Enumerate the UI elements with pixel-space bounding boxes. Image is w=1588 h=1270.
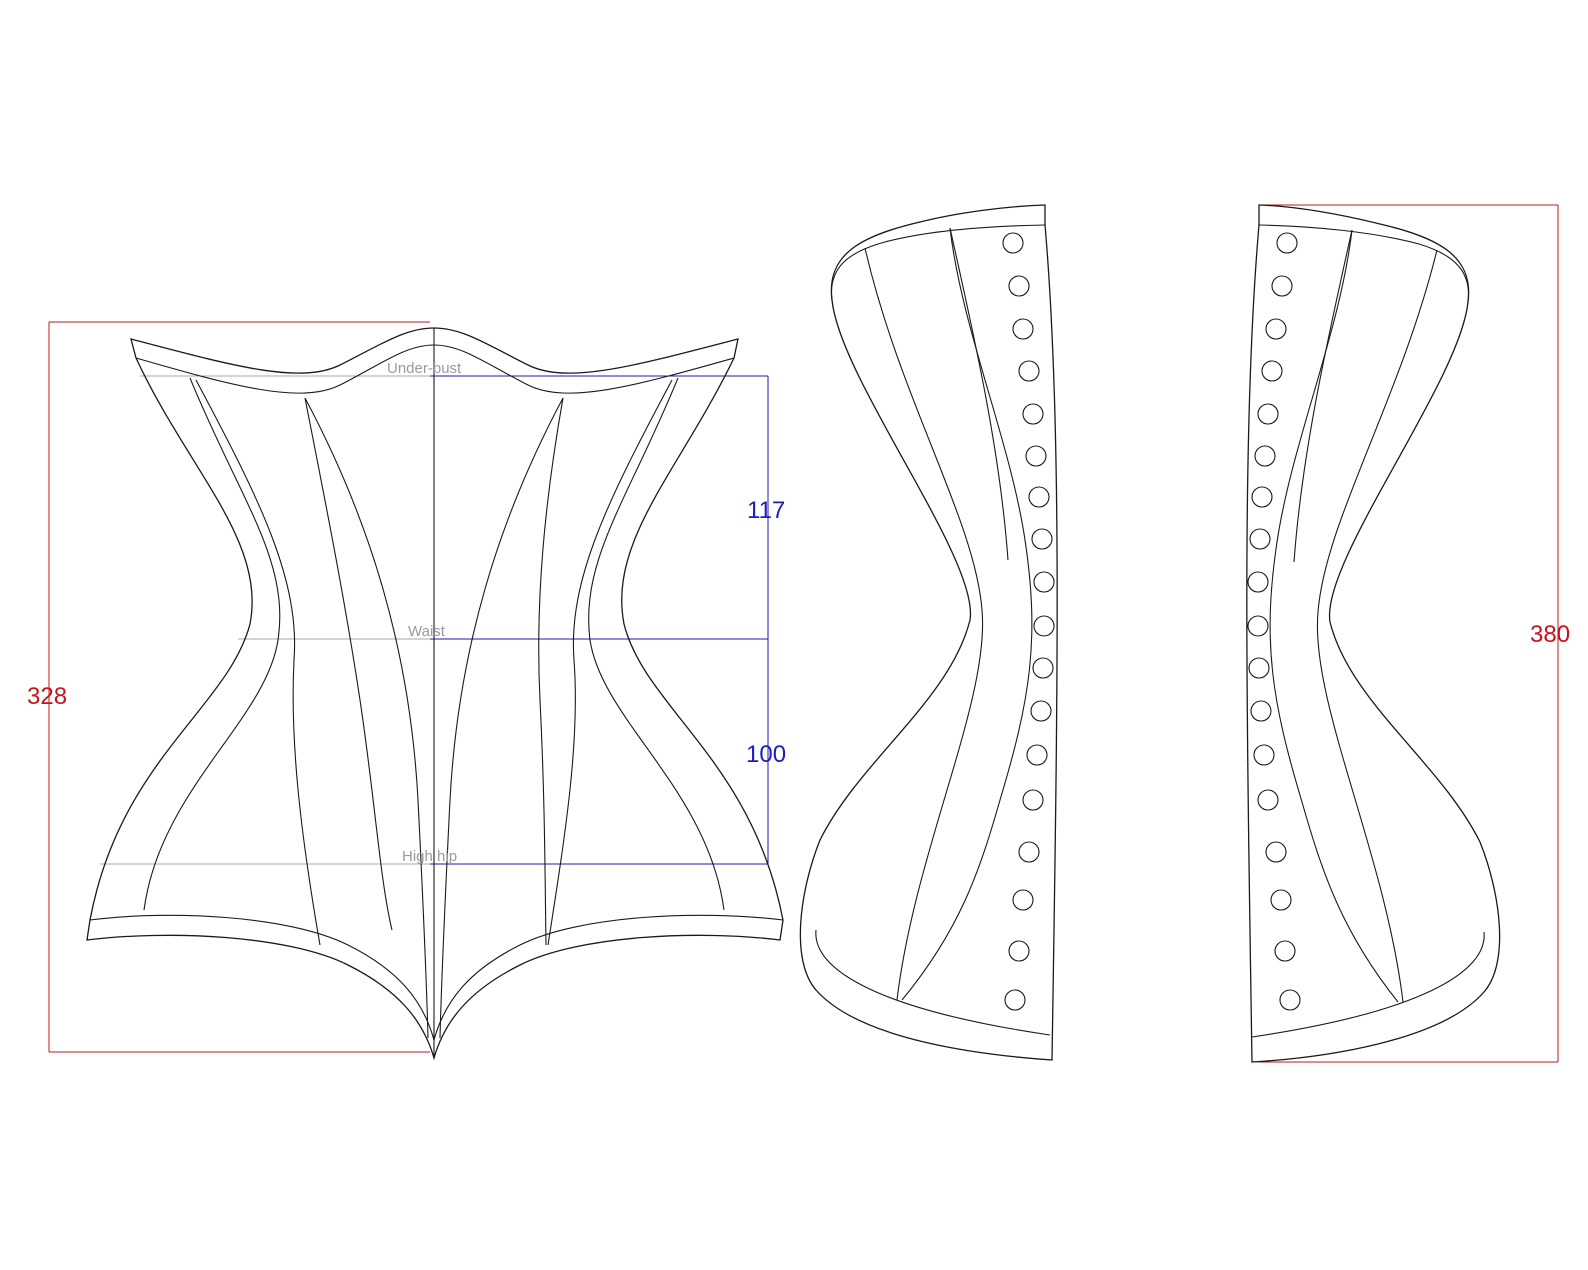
side-left-panel-seam	[864, 247, 984, 1001]
eyelet	[1032, 657, 1054, 679]
side-right-top-binding	[1258, 224, 1470, 303]
eyelet	[1254, 445, 1276, 467]
eyelet	[1025, 445, 1047, 467]
right-front-seam	[538, 397, 564, 946]
side-left-top-binding	[830, 224, 1046, 301]
right-side-seam-inner	[547, 379, 673, 946]
underbust-to-waist-value: 117	[747, 497, 785, 524]
left-side-seam-inner	[195, 379, 321, 946]
front-height-value: 328	[27, 683, 67, 710]
eyelet	[1257, 789, 1279, 811]
eyelet	[1026, 744, 1048, 766]
eyelet	[1028, 486, 1050, 508]
eyelet	[1033, 615, 1055, 637]
eyelet	[1251, 486, 1273, 508]
side-left-eyelets	[1002, 232, 1055, 1011]
side-view-left	[799, 204, 1058, 1061]
eyelet	[1265, 318, 1287, 340]
side-left-panel-seam-inner	[901, 227, 1033, 1001]
waist-to-high-hip-value: 100	[746, 741, 786, 768]
side-left-outer-outline	[799, 204, 1058, 1061]
eyelet	[1030, 700, 1052, 722]
eyelet	[1274, 940, 1296, 962]
eyelet	[1265, 841, 1287, 863]
side-right-panel-seam-inner	[1269, 229, 1399, 1003]
eyelet	[1022, 789, 1044, 811]
eyelet	[1253, 744, 1275, 766]
eyelet	[1257, 403, 1279, 425]
eyelet	[1261, 360, 1283, 382]
front-view: Under-bust Waist High hip 328 117 100	[27, 321, 786, 1061]
side-right-eyelets	[1247, 232, 1301, 1011]
front-outer-outline	[86, 327, 784, 1061]
front-section-dimensions	[430, 375, 769, 865]
eyelet	[1022, 403, 1044, 425]
right-side-seam	[588, 377, 725, 911]
side-right-outer-outline	[1246, 204, 1501, 1063]
left-side-seam	[143, 377, 281, 911]
back-height-value: 380	[1530, 621, 1570, 648]
eyelet	[1033, 571, 1055, 593]
eyelet	[1248, 657, 1270, 679]
eyelet	[1270, 889, 1292, 911]
right-front-gore	[439, 397, 564, 1039]
front-height-dimension	[48, 321, 430, 1053]
waist-label: Waist	[408, 623, 446, 640]
eyelet	[1004, 989, 1026, 1011]
back-height-dimension	[1259, 204, 1559, 1063]
eyelet	[1276, 232, 1298, 254]
left-front-seam	[304, 397, 393, 931]
front-bottom-binding	[89, 914, 784, 1043]
eyelet	[1018, 360, 1040, 382]
eyelet	[1250, 700, 1272, 722]
eyelet	[1249, 528, 1271, 550]
eyelet	[1002, 232, 1024, 254]
side-right-panel-seam	[1316, 249, 1438, 1003]
left-front-gore	[304, 397, 429, 1039]
eyelet	[1012, 318, 1034, 340]
eyelet	[1247, 615, 1269, 637]
eyelet	[1279, 989, 1301, 1011]
side-right-gore	[1293, 229, 1353, 563]
eyelet	[1031, 528, 1053, 550]
underbust-label: Under-bust	[387, 360, 462, 377]
eyelet	[1008, 275, 1030, 297]
eyelet	[1247, 571, 1269, 593]
eyelet	[1012, 889, 1034, 911]
side-view-right: 380	[1246, 204, 1570, 1063]
side-left-gore	[949, 227, 1009, 561]
eyelet	[1008, 940, 1030, 962]
high-hip-label: High hip	[402, 848, 457, 865]
eyelet	[1271, 275, 1293, 297]
side-right-bottom-binding	[1251, 931, 1485, 1038]
side-left-bottom-binding	[815, 929, 1051, 1036]
eyelet	[1018, 841, 1040, 863]
